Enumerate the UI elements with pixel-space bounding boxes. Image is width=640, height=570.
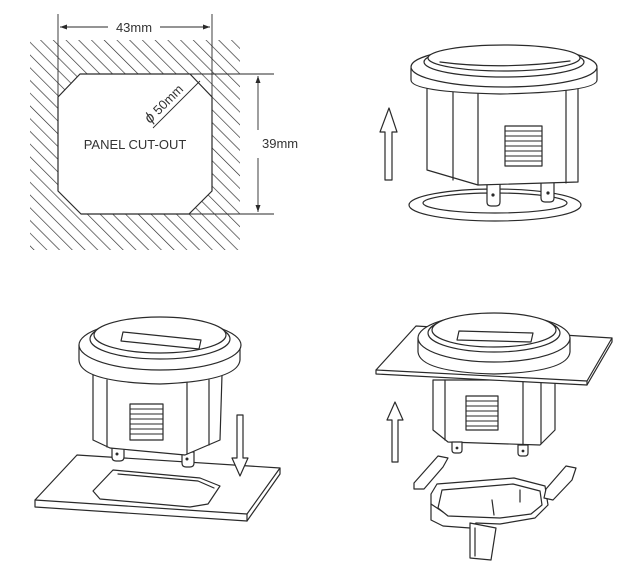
- width-label: 43mm: [116, 20, 152, 35]
- meter-body: [432, 379, 556, 457]
- hatched-panel: [30, 40, 240, 250]
- arrow-down-icon: [231, 414, 249, 477]
- display-window: [120, 331, 202, 350]
- height-label: 39mm: [262, 136, 298, 151]
- panel-insert-step: [34, 316, 281, 522]
- mounting-bracket: [413, 455, 577, 561]
- diagonal-dimension: ϕ 50mm: [141, 80, 201, 129]
- arrow-up-icon: [386, 401, 404, 463]
- mounting-panel: [34, 454, 281, 522]
- meter-bezel: [78, 316, 242, 385]
- arrow-up-icon: [379, 107, 398, 181]
- panel-bracket-step: [375, 312, 613, 561]
- width-dimension: 43mm: [60, 20, 210, 35]
- display-window: [456, 330, 534, 343]
- meter-bezel: [410, 44, 598, 95]
- meter-body: [92, 374, 223, 456]
- meter-body: [426, 87, 579, 186]
- terminals: [486, 177, 555, 207]
- meter-bezel: [417, 312, 571, 375]
- height-dimension: 39mm: [255, 76, 298, 212]
- panel-gasket-step: [379, 44, 598, 222]
- cutout-label: PANEL CUT-OUT: [84, 137, 187, 152]
- panel-cutout-diagram: 43mm 39mm ϕ 50mm PANEL CUT-OUT: [30, 14, 298, 250]
- diagonal-label: 50mm: [150, 81, 186, 117]
